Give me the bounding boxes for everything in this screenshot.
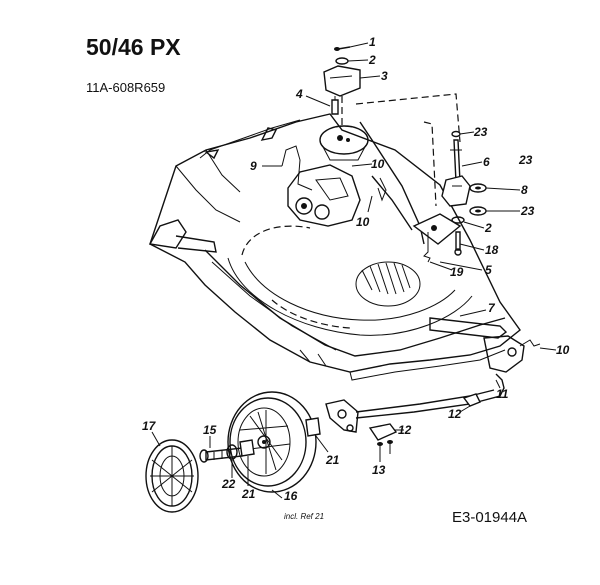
callout-15: 15 [203, 423, 217, 437]
callout-2: 2 [368, 53, 376, 67]
rear-axle-bracket [355, 317, 541, 419]
diagram-title: 50/46 PX [86, 34, 181, 60]
callout-numbers: 1 2 3 4 23 6 9 10 23 8 10 23 2 18 19 5 7… [142, 35, 570, 503]
callout-22: 22 [221, 477, 236, 491]
callout-18: 18 [485, 243, 499, 257]
callout-19: 19 [450, 265, 464, 279]
callout-7: 7 [488, 301, 496, 315]
callout-23: 23 [518, 153, 533, 167]
callout-3: 3 [381, 69, 388, 83]
engine-assembly [287, 125, 369, 227]
handle-knob-parts [323, 46, 361, 126]
callout-2: 2 [484, 221, 492, 235]
callout-12: 12 [398, 423, 412, 437]
callout-5: 5 [485, 263, 492, 277]
callout-1: 1 [369, 35, 376, 49]
callout-4: 4 [295, 87, 303, 101]
leader-lines [151, 42, 557, 499]
callout-21: 21 [325, 453, 340, 467]
callout-17: 17 [142, 419, 157, 433]
model-number: 11A-608R659 [86, 80, 166, 95]
handle-rails [204, 93, 461, 245]
callout-10: 10 [356, 215, 370, 229]
drawing-code: E3-01944A [452, 509, 528, 526]
rear-wheel [227, 391, 321, 493]
callout-16: 16 [284, 489, 298, 503]
callout-11: 11 [496, 387, 509, 401]
callout-23: 23 [473, 125, 488, 139]
wheel-hubcap [145, 439, 199, 513]
callout-13: 13 [372, 463, 386, 477]
footnote: incl. Ref 21 [284, 512, 325, 521]
callout-10: 10 [556, 343, 570, 357]
mower-deck [148, 113, 521, 381]
wheel-height-lever [325, 393, 481, 456]
callout-23: 23 [520, 204, 535, 218]
callout-10: 10 [371, 157, 385, 171]
height-adjuster-assembly [412, 130, 487, 263]
callout-9: 9 [250, 159, 257, 173]
wheel-axle-parts [199, 439, 255, 463]
callout-21: 21 [241, 487, 256, 501]
callout-6: 6 [483, 155, 490, 169]
callout-8: 8 [521, 183, 528, 197]
callout-12: 12 [448, 407, 462, 421]
